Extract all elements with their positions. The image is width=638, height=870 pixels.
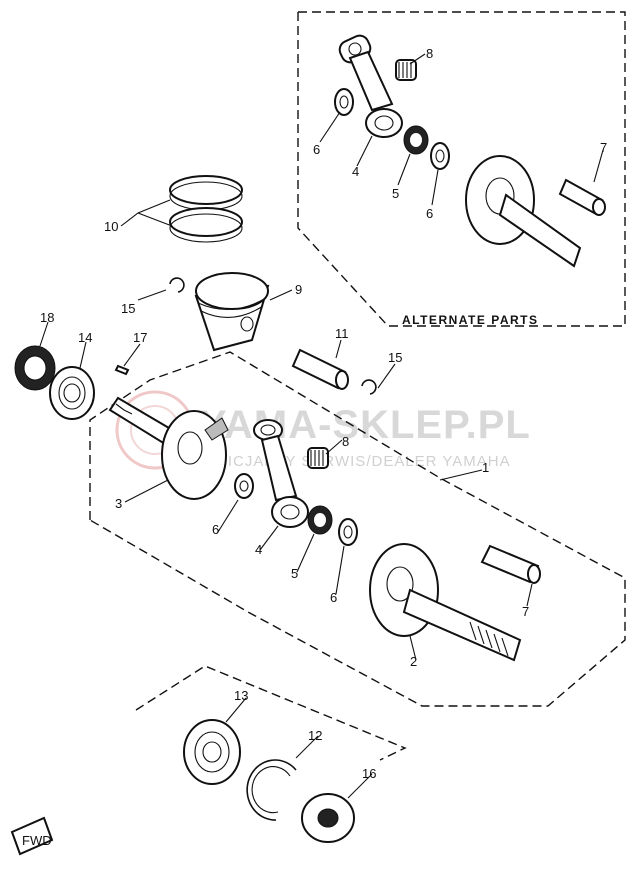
callout-5: 5 bbox=[291, 566, 298, 581]
crank-left bbox=[108, 396, 229, 500]
callout-10: 10 bbox=[104, 219, 118, 234]
callout-4: 4 bbox=[255, 542, 262, 557]
callout-16: 16 bbox=[362, 766, 376, 781]
callout-8-alt: 8 bbox=[426, 46, 433, 61]
bearing-group-box bbox=[135, 665, 407, 761]
callout-4-alt: 4 bbox=[352, 164, 359, 179]
bearing-left bbox=[49, 366, 95, 420]
alternate-parts-box: ALTERNATE PARTS bbox=[297, 11, 626, 327]
callout-labels: 8 6 4 5 6 7 10 9 15 11 15 18 14 17 8 1 3… bbox=[40, 46, 607, 781]
straight-key bbox=[114, 364, 130, 376]
piston bbox=[194, 272, 270, 352]
connecting-rod bbox=[253, 419, 309, 528]
callout-8: 8 bbox=[342, 434, 349, 449]
callout-9: 9 bbox=[295, 282, 302, 297]
circlip-right bbox=[361, 379, 377, 395]
callout-6-alt-right: 6 bbox=[426, 206, 433, 221]
front-direction-arrow: FWD bbox=[10, 816, 54, 856]
front-mark-label: FWD bbox=[22, 833, 52, 848]
small-end-bearing bbox=[307, 447, 329, 469]
callout-15-right: 15 bbox=[388, 350, 402, 365]
bearing-right bbox=[183, 719, 241, 785]
crank-pin bbox=[480, 544, 541, 584]
oil-seal bbox=[14, 345, 56, 391]
alt-connecting-rod bbox=[338, 34, 403, 138]
alt-thrust-washer-right bbox=[430, 142, 450, 170]
big-end-bearing bbox=[307, 505, 333, 535]
alt-big-end-bearing bbox=[403, 125, 429, 155]
alt-small-end-bearing bbox=[395, 59, 417, 81]
callout-6-right: 6 bbox=[330, 590, 337, 605]
callout-6-left: 6 bbox=[212, 522, 219, 537]
watermark-title: YAMA-SKLEP.PL bbox=[200, 403, 531, 447]
oil-seal-right bbox=[301, 793, 355, 843]
callout-11: 11 bbox=[335, 326, 349, 341]
thrust-washer-right bbox=[338, 518, 358, 546]
piston-pin bbox=[291, 348, 349, 390]
snap-ring bbox=[246, 759, 297, 821]
callout-7: 7 bbox=[522, 604, 529, 619]
callout-5-alt: 5 bbox=[392, 186, 399, 201]
callout-18: 18 bbox=[40, 310, 54, 325]
callout-7-alt: 7 bbox=[600, 140, 607, 155]
callout-15-left: 15 bbox=[121, 301, 135, 316]
crank-right bbox=[369, 543, 522, 662]
alt-crank-half bbox=[465, 155, 582, 268]
alt-thrust-washer-left bbox=[334, 88, 354, 116]
alternate-parts-label: ALTERNATE PARTS bbox=[402, 313, 539, 327]
callout-14: 14 bbox=[78, 330, 92, 345]
circlip-left bbox=[169, 277, 185, 293]
callout-13: 13 bbox=[234, 688, 248, 703]
callout-17: 17 bbox=[133, 330, 147, 345]
callout-12: 12 bbox=[308, 728, 322, 743]
alt-crank-pin bbox=[558, 178, 606, 216]
callout-3: 3 bbox=[115, 496, 122, 511]
crankshaft-assembly-box bbox=[89, 351, 626, 707]
watermark-subtitle: OFICJALNY SERWIS/DEALER YAMAHA bbox=[205, 453, 511, 470]
callout-6-alt-left: 6 bbox=[313, 142, 320, 157]
callout-2: 2 bbox=[410, 654, 417, 669]
leader-lines bbox=[39, 53, 604, 799]
thrust-washer-left bbox=[234, 473, 254, 499]
callout-1: 1 bbox=[482, 460, 489, 475]
piston-rings bbox=[169, 175, 243, 243]
